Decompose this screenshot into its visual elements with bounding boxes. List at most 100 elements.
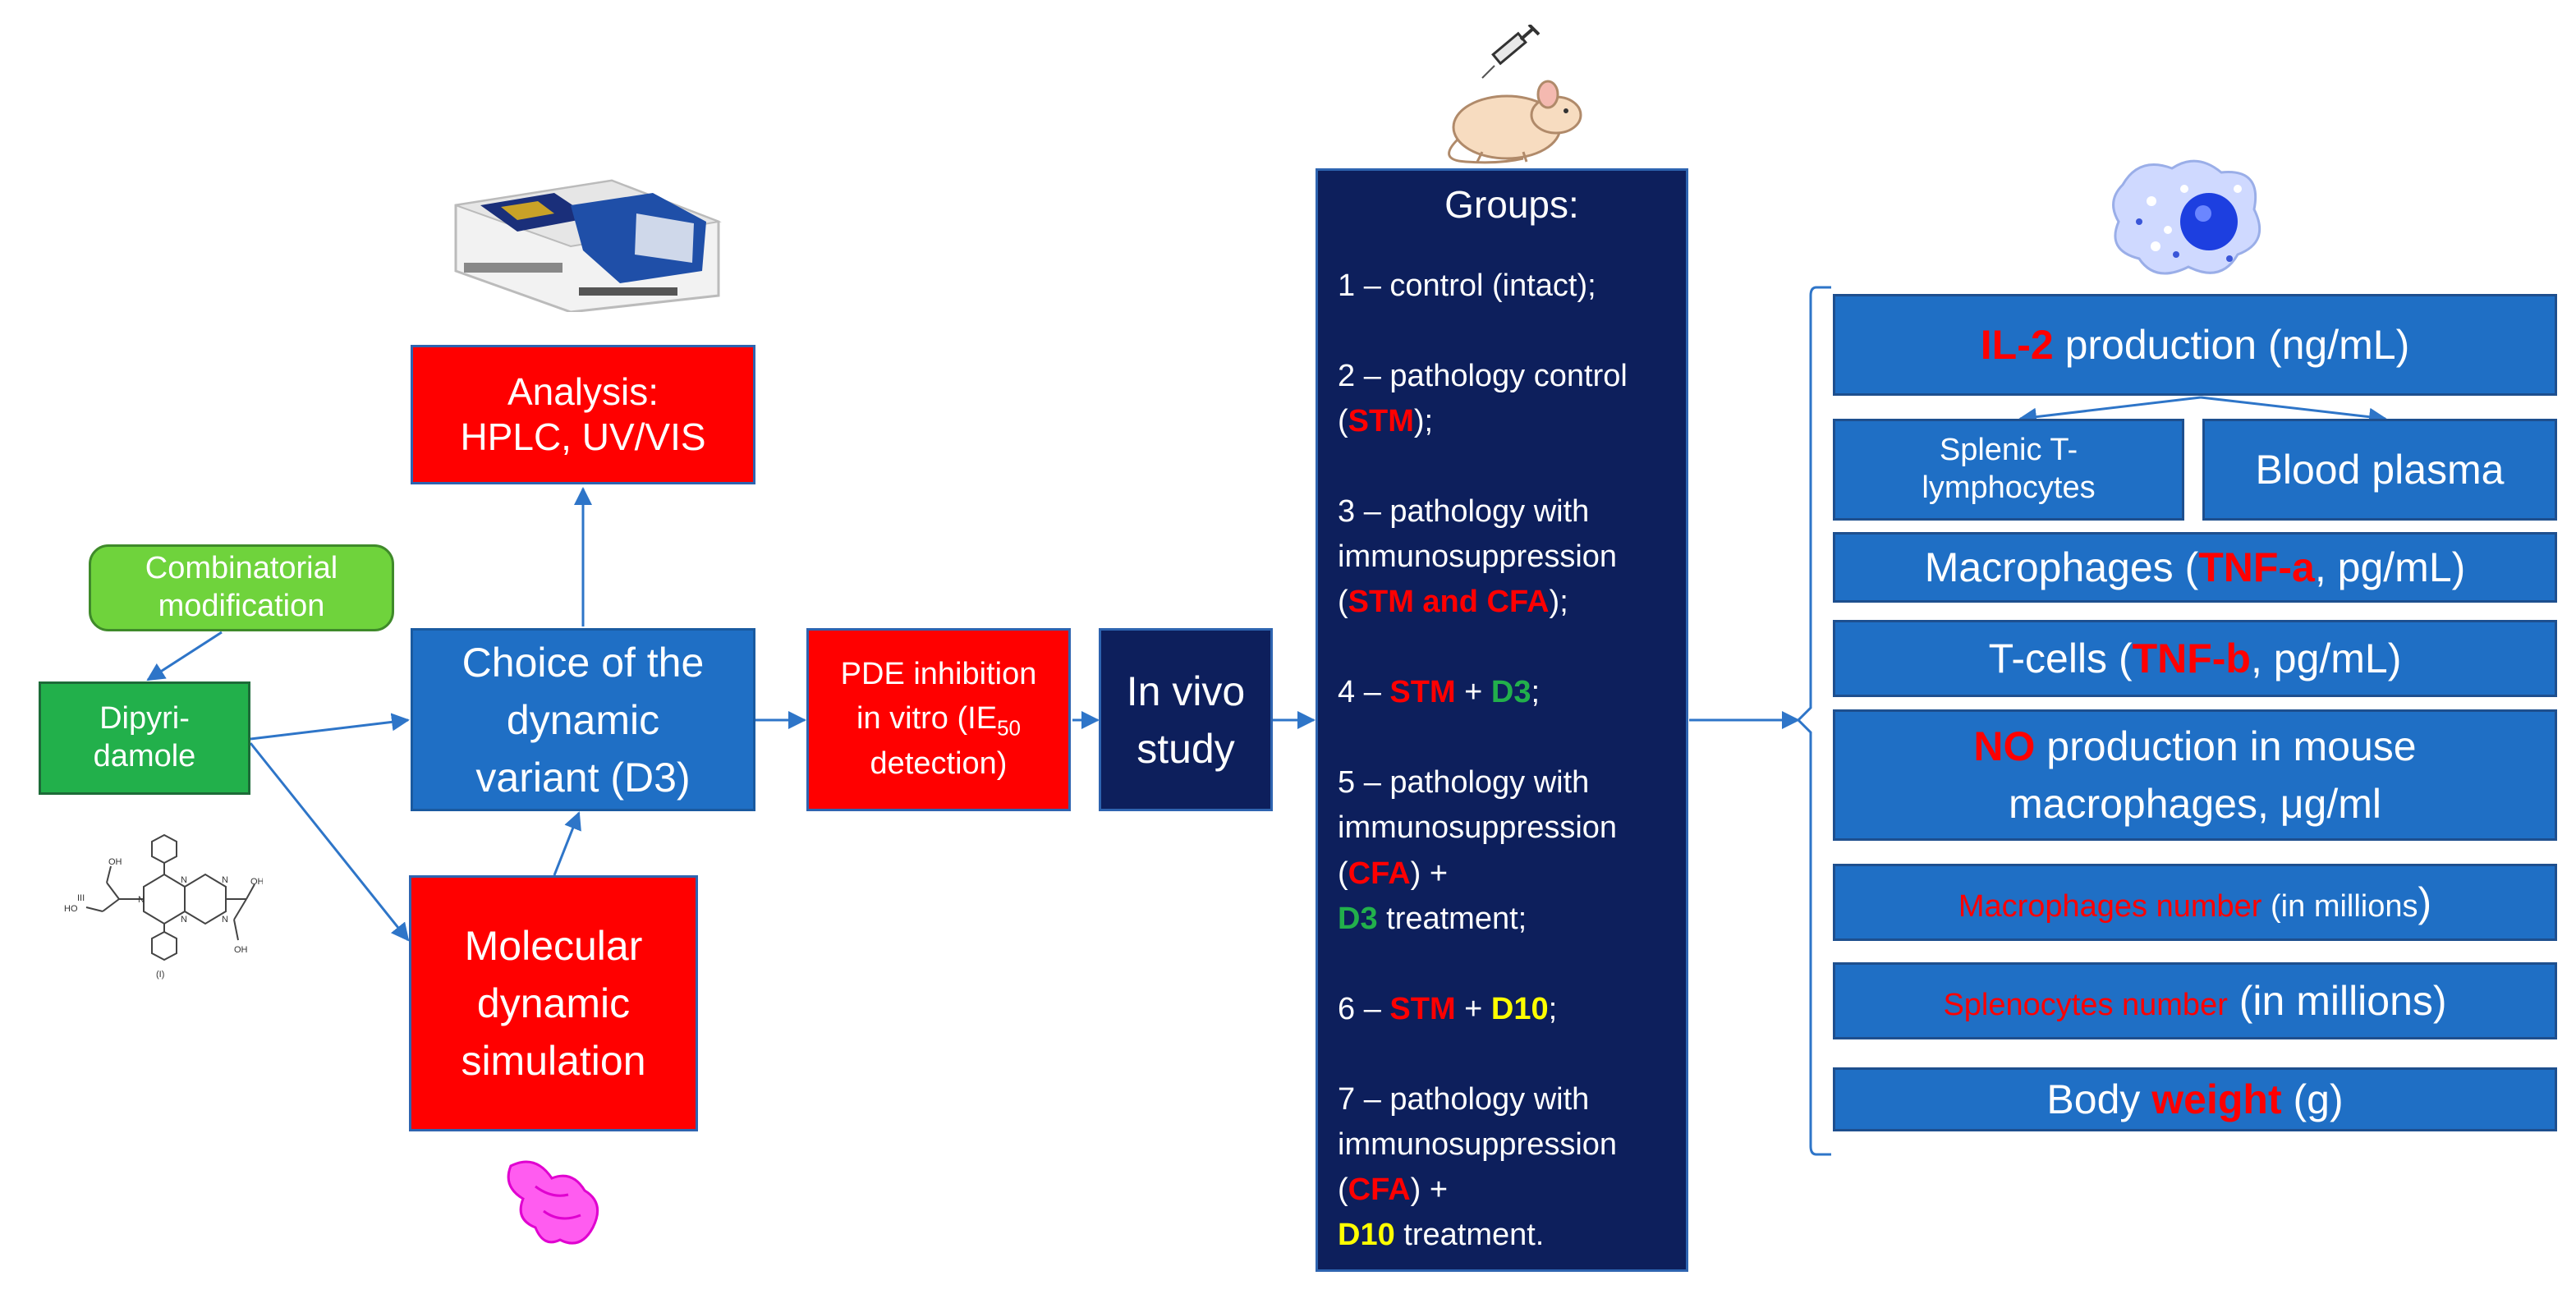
choice-dynamic-variant-box: Choice of the dynamic variant (D3) bbox=[411, 628, 755, 811]
svg-text:N: N bbox=[181, 875, 187, 885]
group-4-stm: STM bbox=[1389, 675, 1456, 710]
protein-icon bbox=[507, 1160, 599, 1245]
groups-panel: Groups: 1 – control (intact); 2 – pathol… bbox=[1316, 168, 1688, 1272]
il2-label: IL-2 bbox=[1980, 322, 2054, 368]
group-3: 3 – pathology with immunosuppression (ST… bbox=[1338, 489, 1686, 625]
pde-line3: detection) bbox=[870, 746, 1008, 782]
choice-line3: variant (D3) bbox=[475, 754, 691, 801]
t-cells-tnf-b-box: T-cells (TNF-b, pg/mL) bbox=[1833, 620, 2557, 697]
invivo-line1: In vivo bbox=[1126, 668, 1246, 714]
arrow-md-to-choice bbox=[553, 811, 581, 876]
arrow-il2-to-splenic bbox=[2018, 396, 2202, 426]
il2-production-box: IL-2 production (ng/mL) bbox=[1833, 294, 2557, 396]
structure-label-i: (I) bbox=[156, 970, 164, 980]
il2-rest: production (ng/mL) bbox=[2053, 322, 2410, 368]
groups-title: Groups: bbox=[1444, 183, 1579, 226]
tc-prefix: T-cells ( bbox=[1988, 636, 2133, 681]
macrophages-number-box: Macrophages number (in millions) bbox=[1833, 864, 2557, 941]
tnf-b-label: TNF-b bbox=[2132, 636, 2251, 681]
arrow-dipyridamole-to-choice bbox=[250, 713, 410, 741]
invivo-line2: study bbox=[1136, 725, 1235, 772]
macrophages-number-label: Macrophages number bbox=[1958, 889, 2262, 924]
no-production-box: NO production in mouse macrophages, μg/m… bbox=[1833, 709, 2557, 841]
combinatorial-line1: Combinatorial bbox=[145, 551, 338, 586]
spectrophotometer-icon bbox=[454, 179, 722, 312]
dipyridamole-box: Dipyri- damole bbox=[39, 681, 250, 795]
mouse-icon bbox=[1448, 80, 1582, 164]
group-2-line1: 2 – pathology control bbox=[1338, 358, 1628, 393]
group-2: 2 – pathology control (STM); bbox=[1338, 354, 1686, 444]
md-line3: simulation bbox=[461, 1038, 646, 1084]
bw-prefix: Body bbox=[2046, 1076, 2152, 1122]
group-7-line3: (CFA) + bbox=[1338, 1172, 1449, 1207]
svg-text:N: N bbox=[181, 915, 187, 925]
analysis-box: Analysis: HPLC, UV/VIS bbox=[411, 345, 755, 484]
svg-text:N: N bbox=[222, 875, 228, 885]
results-bracket bbox=[1796, 286, 1831, 1156]
svg-text:OH: OH bbox=[250, 877, 263, 887]
pde-inhibition-box: PDE inhibition in vitro (IE50 detection) bbox=[806, 628, 1071, 811]
mac-suffix: , pg/mL) bbox=[2314, 544, 2466, 590]
group-2-line2: (STM); bbox=[1338, 403, 1434, 438]
group-6: 6 – STM + D10; bbox=[1338, 991, 1558, 1026]
group-7-line4: D10 treatment. bbox=[1338, 1218, 1545, 1253]
group-2-stm: STM bbox=[1348, 403, 1414, 438]
group-7-line2: immunosuppression bbox=[1338, 1127, 1618, 1162]
splenic-t-lymphocytes-box: Splenic T-lymphocytes bbox=[1833, 419, 2184, 521]
no-label: NO bbox=[1973, 723, 2036, 769]
dipyridamole-line2: damole bbox=[93, 739, 196, 773]
syringe-icon bbox=[1481, 25, 1540, 79]
weight-label: weight bbox=[2151, 1076, 2282, 1122]
splenocytes-number-box: Splenocytes number (in millions) bbox=[1833, 962, 2557, 1039]
body-weight-box: Body weight (g) bbox=[1833, 1067, 2557, 1131]
combinatorial-line2: modification bbox=[158, 589, 325, 623]
group-4: 4 – STM + D3; bbox=[1338, 675, 1541, 710]
md-line1: Molecular bbox=[464, 923, 643, 969]
group-3-line2: immunosuppression bbox=[1338, 539, 1618, 575]
macrophages-tnf-a-box: Macrophages (TNF-a, pg/mL) bbox=[1833, 532, 2557, 603]
analysis-line2: HPLC, UV/VIS bbox=[460, 415, 706, 458]
group-3-line3: (STM and CFA); bbox=[1338, 585, 1568, 620]
arrow-il2-to-plasma bbox=[2200, 396, 2387, 426]
arrow-combi-to-dipyridamole bbox=[146, 631, 223, 681]
macnum-rest: (in millions bbox=[2261, 889, 2418, 924]
splenocytes-number-label: Splenocytes number bbox=[1943, 988, 2228, 1022]
md-line2: dynamic bbox=[476, 980, 631, 1026]
tnf-a-label: TNF-a bbox=[2198, 544, 2315, 590]
svg-text:OH: OH bbox=[234, 945, 248, 955]
macnum-paren: ) bbox=[2418, 879, 2432, 925]
pde-line1: PDE inhibition bbox=[840, 657, 1037, 692]
group-1: 1 – control (intact); bbox=[1338, 264, 1686, 309]
pde-sub: 50 bbox=[997, 715, 1021, 741]
svg-text:N: N bbox=[138, 895, 145, 905]
pde-line2-wrap: in vitro (IE50 bbox=[856, 697, 1021, 743]
mac-prefix: Macrophages ( bbox=[1924, 544, 2199, 590]
no-rest: production in mouse bbox=[2035, 723, 2417, 769]
group-6-d10: D10 bbox=[1490, 991, 1549, 1026]
group-7-d10: D10 bbox=[1338, 1218, 1395, 1253]
macrophage-cell-icon bbox=[2112, 159, 2261, 275]
tc-suffix: , pg/mL) bbox=[2250, 636, 2402, 681]
analysis-line1: Analysis: bbox=[507, 369, 659, 413]
bw-suffix: (g) bbox=[2281, 1076, 2344, 1122]
no-line2: macrophages, μg/ml bbox=[2008, 781, 2381, 827]
molecular-dynamic-simulation-box: Molecular dynamic simulation bbox=[409, 875, 698, 1131]
group-1-text: 1 – control (intact); bbox=[1338, 268, 1596, 303]
svg-text:HO: HO bbox=[64, 904, 78, 914]
group-5: 5 – pathology with immunosuppression (CF… bbox=[1338, 760, 1686, 941]
svg-text:N: N bbox=[222, 915, 228, 925]
group-5-line3: (CFA) + bbox=[1338, 856, 1449, 891]
combinatorial-modification-box: Combinatorial modification bbox=[89, 544, 394, 631]
group-5-line4: D3 treatment; bbox=[1338, 901, 1527, 936]
group-5-line1: 5 – pathology with bbox=[1338, 765, 1590, 801]
plasma-label: Blood plasma bbox=[2255, 447, 2505, 493]
group-7: 7 – pathology with immunosuppression (CF… bbox=[1338, 1077, 1686, 1258]
group-3-line1: 3 – pathology with bbox=[1338, 493, 1590, 529]
group-5-cfa: CFA bbox=[1348, 856, 1411, 891]
group-7-cfa: CFA bbox=[1348, 1172, 1411, 1207]
choice-line2: dynamic bbox=[506, 696, 660, 743]
group-5-line2: immunosuppression bbox=[1338, 810, 1618, 846]
dipyridamole-line1: Dipyri- bbox=[99, 701, 190, 736]
